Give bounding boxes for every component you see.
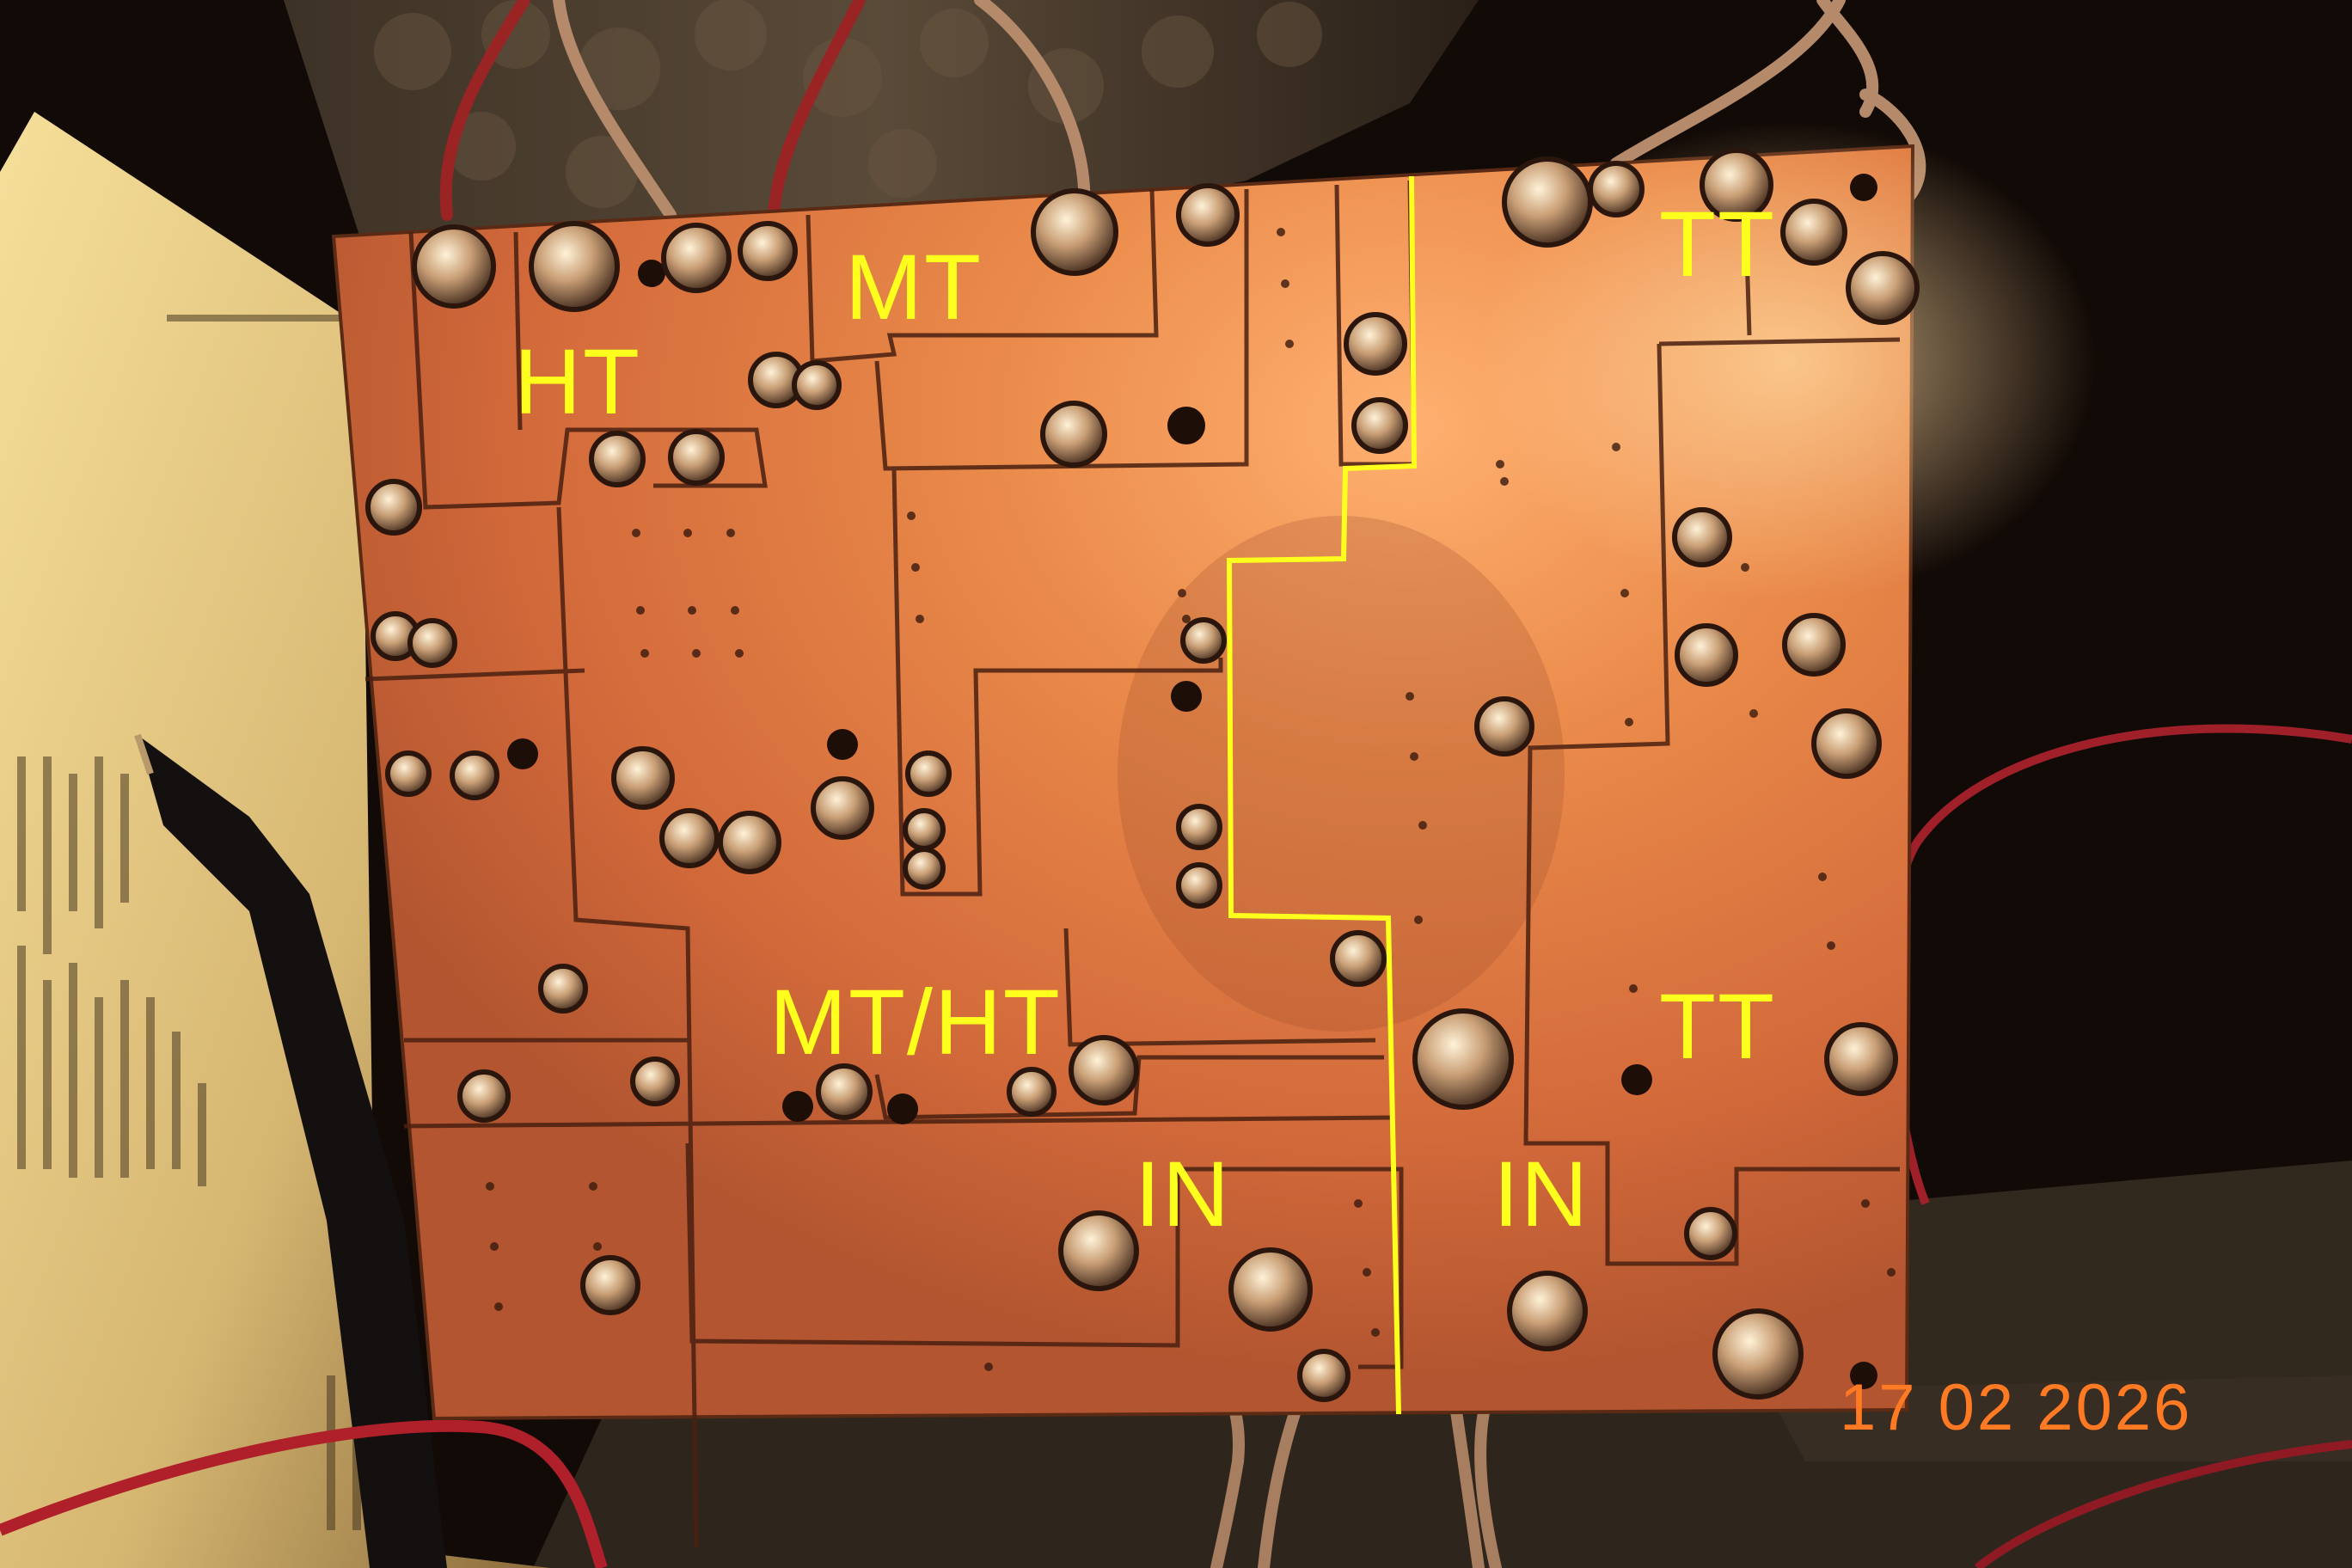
label-mt-ht: MT/HT bbox=[769, 970, 1062, 1074]
label-ht: HT bbox=[514, 329, 641, 433]
label-in-right: IN bbox=[1493, 1142, 1589, 1246]
camera-date-stamp: 17 02 2026 bbox=[1840, 1371, 2193, 1444]
label-tt-bottom: TT bbox=[1659, 974, 1776, 1078]
label-tt-top: TT bbox=[1659, 192, 1776, 296]
tweeter-section-divider bbox=[1226, 175, 1418, 1415]
label-in-left: IN bbox=[1135, 1142, 1231, 1246]
label-mt: MT bbox=[845, 235, 983, 339]
